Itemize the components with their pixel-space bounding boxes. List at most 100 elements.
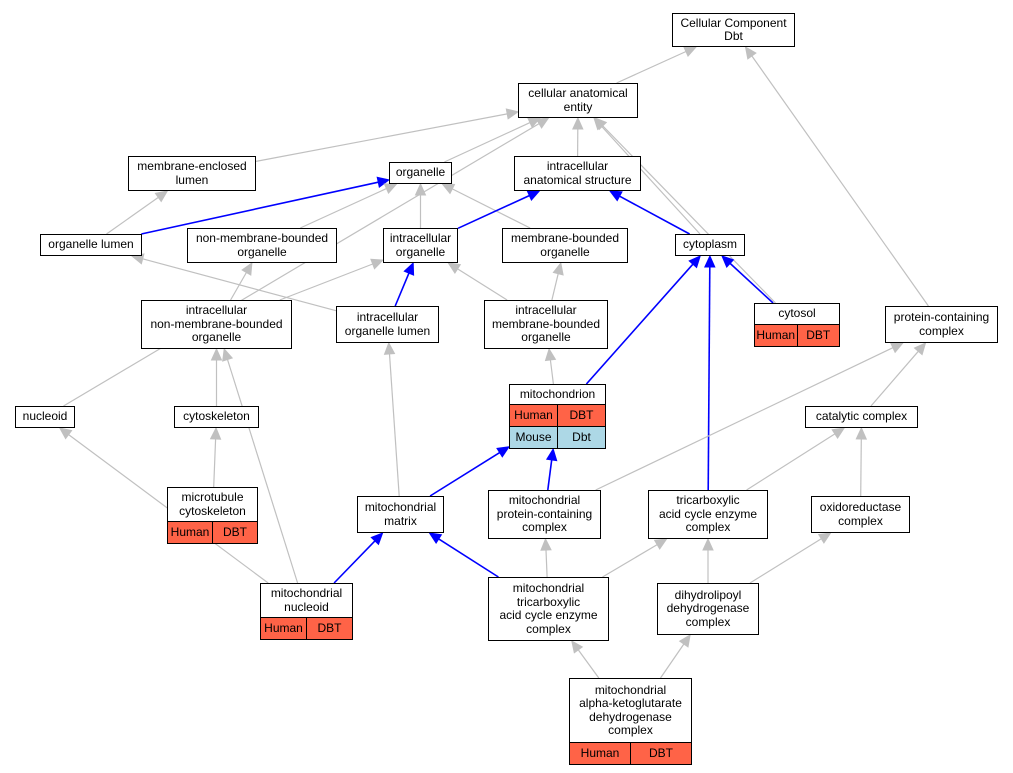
term-node-io[interactable]: intracellular organelle	[383, 228, 458, 263]
edge-is-a-orgl-to-mel	[106, 196, 159, 235]
edge-part-of-mmat-to-mito	[429, 451, 501, 497]
species-cell: Human	[756, 327, 796, 342]
term-node-nucleoid[interactable]: nucleoid	[15, 406, 75, 428]
term-node-cyto[interactable]: cytoplasm	[675, 234, 745, 256]
edge-is-a-mbo-to-org	[452, 188, 531, 229]
term-label: mitochondrion	[519, 386, 596, 401]
edge-part-of-iol-to-io	[394, 272, 410, 307]
arrowhead-icon	[571, 640, 584, 654]
edge-is-a-inmbo-to-nmbo	[230, 272, 247, 301]
term-node-mmat[interactable]: mitochondrial matrix	[357, 496, 444, 533]
term-node-cytosk[interactable]: cytoskeleton	[174, 406, 259, 428]
term-label: organelle	[395, 165, 446, 180]
edge-is-a-mmat-to-iol	[388, 353, 400, 497]
term-label: protein-containing complex	[893, 310, 990, 338]
edge-is-a-mito-to-imbo	[549, 359, 554, 385]
edge-is-a-inmbo-to-io	[279, 263, 373, 301]
term-label: Cellular Component Dbt	[680, 15, 787, 43]
term-node-tcac[interactable]: tricarboxylic acid cycle enzyme complex	[648, 490, 768, 539]
term-node-orgl[interactable]: organelle lumen	[40, 234, 142, 256]
term-node-mtcac[interactable]: mitochondrial tricarboxylic acid cycle e…	[488, 577, 609, 641]
arrowhead-icon	[540, 537, 552, 551]
term-label: intracellular anatomical structure	[523, 159, 632, 187]
edge-is-a-mtcac-to-mpcc	[545, 549, 548, 578]
arrowhead-icon	[505, 108, 520, 120]
edge-is-a-mtc-to-cytosk	[213, 438, 217, 488]
arrowhead-icon	[572, 116, 584, 130]
term-node-catc[interactable]: catalytic complex	[805, 406, 918, 428]
term-label: intracellular membrane-bounded organelle	[491, 303, 601, 345]
arrowhead-icon	[688, 255, 702, 269]
arrowhead-icon	[383, 341, 396, 355]
edge-is-a-oxc-to-catc	[860, 438, 862, 497]
term-label: membrane-bounded organelle	[510, 231, 620, 259]
edge-is-a-cytosol-to-cae	[602, 125, 776, 304]
term-label: mitochondrial matrix	[364, 500, 437, 528]
arrowhead-icon	[855, 426, 868, 440]
term-node-pcc[interactable]: protein-containing complex	[885, 306, 998, 343]
arrowhead-icon	[370, 258, 385, 270]
species-cell: Human	[170, 524, 210, 539]
species-cell: Human	[264, 620, 303, 635]
term-node-mbo[interactable]: membrane-bounded organelle	[502, 228, 628, 263]
term-node-imbo[interactable]: intracellular membrane-bounded organelle	[484, 300, 608, 349]
arrowhead-icon	[209, 426, 222, 440]
arrowhead-icon	[653, 538, 668, 550]
term-label: mitochondrial protein-containing complex	[496, 493, 593, 535]
term-label: organelle lumen	[48, 237, 134, 252]
term-label: tricarboxylic acid cycle enzyme complex	[658, 493, 758, 535]
edge-is-a-dhdc-to-oxc	[749, 538, 822, 584]
term-node-dhdc[interactable]: dihydrolipoyl dehydrogenase complex	[657, 583, 759, 635]
arrowhead-icon	[683, 46, 698, 58]
term-label: nucleoid	[22, 409, 68, 424]
arrowhead-icon	[608, 190, 623, 202]
edge-part-of-tcac-to-cyto	[707, 266, 711, 491]
term-label: intracellular organelle	[389, 231, 452, 259]
arrowhead-icon	[535, 117, 550, 129]
term-label: membrane-enclosed lumen	[137, 159, 247, 187]
species-cell: Mouse	[515, 429, 552, 444]
term-node-makgd[interactable]: mitochondrial alpha-ketoglutarate dehydr…	[569, 678, 692, 765]
edge-part-of-mito-to-cyto	[585, 263, 694, 385]
term-label: oxidoreductase complex	[819, 500, 902, 528]
arrowhead-icon	[222, 347, 234, 362]
term-node-nmbo[interactable]: non-membrane-bounded organelle	[187, 228, 337, 263]
arrowhead-icon	[552, 261, 564, 276]
term-label: microtubule cytoskeleton	[179, 490, 246, 518]
edge-is-a-cyto-to-cae	[600, 125, 701, 235]
term-node-cae[interactable]: cellular anatomical entity	[518, 83, 638, 118]
term-node-mpcc[interactable]: mitochondrial protein-containing complex	[488, 490, 601, 539]
edge-is-a-mtcac-to-tcac	[602, 544, 658, 578]
edge-is-a-mpcc-to-pcc	[595, 347, 894, 491]
term-label: cytosol	[778, 306, 816, 321]
edge-is-a-imbo-to-mbo	[551, 273, 559, 301]
term-node-iol[interactable]: intracellular organelle lumen	[336, 306, 439, 343]
arrowhead-icon	[370, 532, 384, 546]
term-node-inmbo[interactable]: intracellular non-membrane-bounded organ…	[141, 300, 292, 349]
term-node-org[interactable]: organelle	[389, 162, 452, 184]
arrowhead-icon	[890, 342, 904, 354]
arrowhead-icon	[210, 347, 223, 361]
species-cell: Human	[580, 745, 620, 760]
edge-is-a-imbo-to-io	[457, 268, 508, 301]
edge-is-a-makgd-to-dhdc	[660, 643, 685, 679]
arrowhead-icon	[544, 347, 557, 362]
edge-is-a-pcc-to-cc	[751, 55, 929, 307]
term-label: mitochondrial alpha-ketoglutarate dehydr…	[579, 682, 682, 737]
term-node-mel[interactable]: membrane-enclosed lumen	[128, 156, 256, 191]
species-cell: Human	[514, 407, 553, 422]
term-label: cytoplasm	[682, 237, 738, 252]
term-node-oxc[interactable]: oxidoreductase complex	[811, 496, 910, 533]
arrowhead-icon	[678, 634, 691, 648]
arrowhead-icon	[526, 190, 541, 202]
arrowhead-icon	[154, 190, 169, 203]
term-node-ias[interactable]: intracellular anatomical structure	[514, 156, 641, 191]
term-node-cc[interactable]: Cellular Component Dbt	[672, 13, 795, 47]
edge-part-of-mpcc-to-mito	[547, 459, 553, 491]
edge-part-of-cyto-to-ias	[619, 195, 690, 235]
